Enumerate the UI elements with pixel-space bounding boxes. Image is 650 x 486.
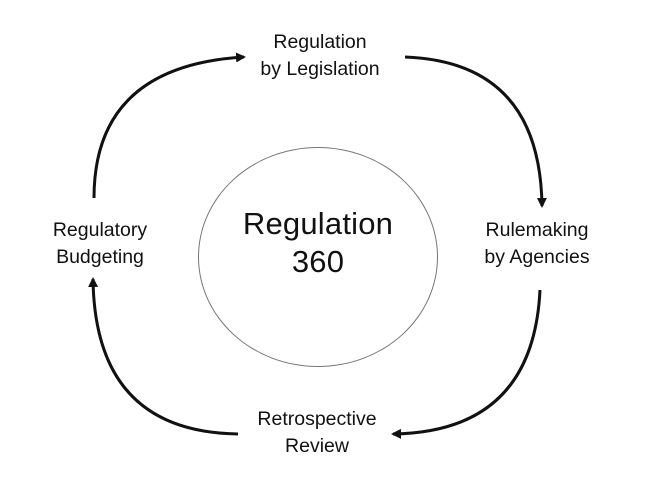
node-bottom-line-2: Review — [285, 435, 349, 457]
node-left-line-2: Budgeting — [56, 246, 144, 268]
arrow-rulemaking-to-review — [391, 289, 542, 439]
arrow-budgeting-to-legislation — [92, 52, 246, 199]
node-top-line-2: by Legislation — [260, 58, 380, 80]
node-regulatory-budgeting: Regulatory Budgeting — [30, 217, 170, 271]
node-rulemaking-by-agencies: Rulemaking by Agencies — [457, 217, 617, 271]
arrow-legislation-to-rulemaking — [404, 55, 547, 208]
center-circle — [198, 147, 438, 367]
node-right-line-2: by Agencies — [484, 246, 590, 268]
arrow-review-to-budgeting — [88, 277, 239, 436]
node-regulation-by-legislation: Regulation by Legislation — [215, 29, 425, 83]
node-right-line-1: Rulemaking — [485, 219, 589, 241]
node-left-line-1: Regulatory — [52, 219, 148, 241]
center-label-line-2: 360 — [291, 244, 345, 279]
node-top-line-1: Regulation — [273, 31, 367, 53]
node-bottom-line-1: Retrospective — [257, 408, 377, 430]
node-retrospective-review: Retrospective Review — [222, 406, 412, 460]
center-label: Regulation 360 — [198, 205, 438, 281]
center-label-line-1: Regulation — [242, 206, 394, 241]
